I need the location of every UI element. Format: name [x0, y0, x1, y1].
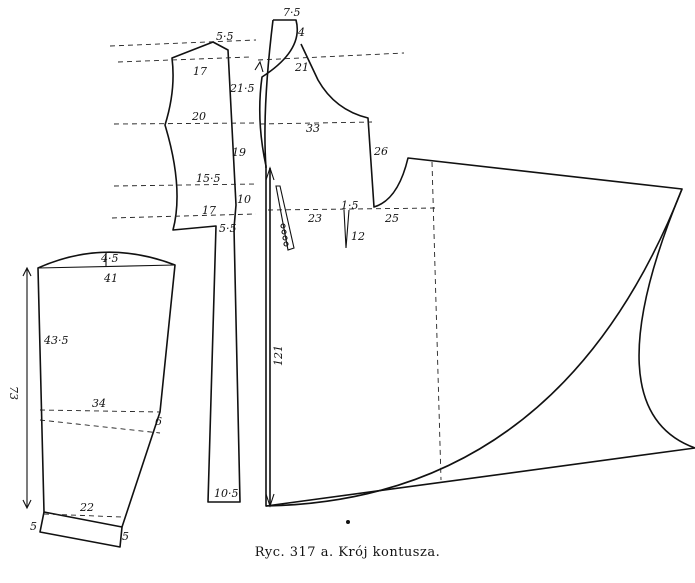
front-length-arrow-head-bottom: [265, 493, 275, 508]
front-placket: [275, 185, 295, 251]
front-piece-outline: [258, 19, 695, 507]
sleeve-length-arrow-head-top: [22, 266, 32, 277]
front-guide-shoulder: [257, 52, 405, 61]
sleeve-elbow-guide: [39, 409, 161, 413]
sleeve-elbow-guide-lower: [39, 419, 161, 434]
sleeve-cuff-guide: [43, 513, 123, 518]
sleeve-outline: [37, 251, 176, 528]
front-waist-right-label: 25: [384, 212, 399, 225]
side-length-waist-label: 10: [237, 193, 251, 206]
front-dart-length-label: 12: [351, 230, 365, 243]
sleeve-cuff-width-label: 22: [79, 501, 94, 514]
front-neck-top-label: 7·5: [283, 6, 301, 19]
sleeve-cuff-left-label: 5: [30, 520, 37, 533]
side-guide-hip: [111, 213, 257, 219]
front-neck-curve: [264, 19, 274, 169]
side-guide-armhole: [117, 56, 251, 63]
front-neck-small-label: 4: [297, 26, 305, 39]
sleeve-cuff-right-label: 5: [122, 530, 129, 543]
sleeve-elbow-width-label: 34: [92, 397, 106, 410]
front-side-label: 26: [373, 145, 388, 158]
side-guide-top: [109, 39, 257, 47]
side-piece: 5·5 17 21·5 20 19 15·5 10 17 5·5 10·5: [109, 30, 257, 503]
front-dart-top-label: 1·5: [341, 199, 359, 212]
front-guide-skirt-vertical: [431, 161, 442, 481]
sleeve-elbow-side-label: 6: [155, 415, 162, 428]
front-dart: [343, 209, 350, 249]
sleeve-total-length-label: 73: [7, 386, 20, 400]
sleeve-cuff-extension: [39, 511, 123, 548]
front-length-label: 121: [272, 345, 285, 366]
side-width-hip-label: 17: [202, 204, 216, 217]
front-shoulder-arrow-head: [254, 60, 264, 73]
front-chest-label: 33: [306, 122, 320, 135]
front-piece: 7·5 4 21 33 26 23 1·5 12 25 121: [254, 6, 695, 508]
side-guide-chest: [113, 122, 256, 125]
side-top-label: 5·5: [216, 30, 234, 43]
figure-caption: Ryc. 317 a. Krój kontusza.: [254, 545, 441, 560]
side-armhole-top-label: 17: [193, 65, 207, 78]
front-skirt-hemline: [265, 188, 683, 507]
front-waist-left-label: 23: [307, 212, 322, 225]
front-guide-waist: [267, 207, 437, 211]
front-shoulder-label: 21: [294, 61, 309, 74]
sleeve-top-width-label: 41: [103, 272, 118, 285]
side-length-upper-label: 21·5: [229, 82, 255, 95]
sleeve-top-inner-label: 4·5: [100, 252, 119, 265]
front-length-arrow-head-top: [265, 166, 275, 181]
side-piece-outline: [164, 41, 241, 503]
sleeve-upper-length-label: 43·5: [43, 334, 69, 347]
stray-mark: [346, 520, 350, 524]
sleeve-top-line: [37, 264, 176, 269]
side-length-mid-label: 19: [232, 146, 246, 159]
side-hem-label: 10·5: [214, 487, 239, 500]
side-width-waist-label: 15·5: [196, 172, 221, 185]
sleeve-piece: 4·5 41 43·5 73 34 6 22 5 5: [7, 251, 176, 548]
side-guide-waist: [113, 183, 256, 187]
sleeve-length-arrow-head-bottom: [22, 499, 32, 510]
side-hip-offset-label: 5·5: [219, 222, 237, 235]
side-width-chest-label: 20: [191, 110, 206, 123]
front-guide-chest: [259, 121, 373, 125]
front-button-loops: [280, 223, 289, 247]
